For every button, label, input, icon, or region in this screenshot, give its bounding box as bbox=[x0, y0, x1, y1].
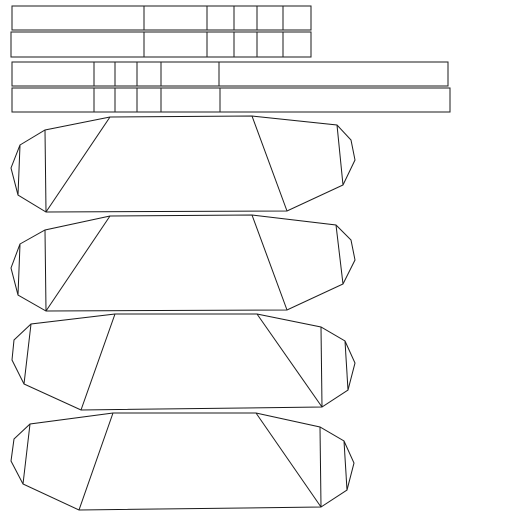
grid-table-2-row-2-cell-3 bbox=[115, 88, 137, 112]
grid-table-1-row-2-cell-3 bbox=[207, 32, 234, 57]
panel-3-divider-2 bbox=[81, 314, 115, 410]
panel-3-divider-4 bbox=[321, 327, 322, 407]
panel-4-divider-3 bbox=[256, 413, 321, 507]
panel-1-divider-2 bbox=[45, 130, 46, 212]
panel-2-divider-2 bbox=[45, 230, 46, 311]
grid-table-2-row-1-cell-5 bbox=[161, 62, 219, 86]
grid-table-1-row-1-cell-6 bbox=[283, 6, 311, 30]
grid-table-2-row-2-cell-4 bbox=[137, 88, 161, 112]
panel-4-divider-2 bbox=[79, 413, 113, 510]
segmented-panel-2 bbox=[11, 215, 355, 311]
grid-table-1-row-1-cell-5 bbox=[257, 6, 283, 30]
grid-table-2-row-1-cell-6 bbox=[219, 62, 448, 86]
segmented-panel-3 bbox=[12, 314, 355, 410]
grid-table-1-row-2-cell-4 bbox=[234, 32, 257, 57]
segmented-panel-1 bbox=[11, 116, 355, 212]
panel-3-divider-3 bbox=[257, 314, 322, 407]
grid-table-1-row-2-cell-1 bbox=[11, 32, 144, 57]
panel-2-divider-3 bbox=[46, 216, 110, 311]
grid-table-2-row-1-cell-3 bbox=[115, 62, 137, 86]
panel-3-divider-5 bbox=[345, 341, 348, 390]
grid-table-2-row-2 bbox=[12, 88, 450, 112]
grid-table-1-row-1-cell-1 bbox=[12, 6, 144, 30]
grid-table-1-row-1-cell-2 bbox=[144, 6, 207, 30]
grid-table-1-row-2 bbox=[11, 32, 311, 57]
panel-4-divider-1 bbox=[23, 424, 30, 484]
panel-1-divider-5 bbox=[337, 125, 343, 185]
segmented-panel-4 bbox=[11, 413, 354, 510]
panel-1-divider-4 bbox=[252, 116, 287, 211]
panel-4-divider-4 bbox=[320, 427, 321, 507]
grid-table-2-row-1-cell-2 bbox=[94, 62, 115, 86]
grid-table-1-row-1 bbox=[12, 6, 311, 30]
grid-table-2-row-2-cell-2 bbox=[94, 88, 115, 112]
grid-table-2-row-1-cell-1 bbox=[12, 62, 94, 86]
panel-2-outline bbox=[11, 215, 355, 311]
grid-table-2-row-2-cell-1 bbox=[12, 88, 94, 112]
panel-2-divider-4 bbox=[252, 215, 287, 310]
grid-table-2 bbox=[12, 62, 450, 112]
grid-table-1 bbox=[11, 6, 311, 57]
panel-3-outline bbox=[12, 314, 355, 410]
grid-table-1-row-2-cell-5 bbox=[257, 32, 283, 57]
panel-4-divider-5 bbox=[344, 441, 347, 490]
grid-table-1-row-2-cell-2 bbox=[144, 32, 207, 57]
panel-1-divider-3 bbox=[46, 117, 110, 212]
panel-2-divider-5 bbox=[336, 225, 343, 284]
grid-table-1-row-1-cell-4 bbox=[234, 6, 257, 30]
grid-table-2-row-1 bbox=[12, 62, 448, 86]
grid-table-2-row-1-cell-4 bbox=[137, 62, 161, 86]
panel-4-outline bbox=[11, 413, 354, 510]
grid-table-2-row-2-cell-6 bbox=[220, 88, 450, 112]
panel-1-divider-1 bbox=[18, 145, 20, 195]
panel-2-divider-1 bbox=[18, 244, 20, 295]
grid-table-1-row-1-cell-3 bbox=[207, 6, 234, 30]
grid-table-2-row-2-cell-5 bbox=[161, 88, 220, 112]
grid-table-1-row-2-cell-6 bbox=[283, 32, 311, 57]
panel-1-outline bbox=[11, 116, 355, 212]
panel-3-divider-1 bbox=[24, 324, 31, 384]
